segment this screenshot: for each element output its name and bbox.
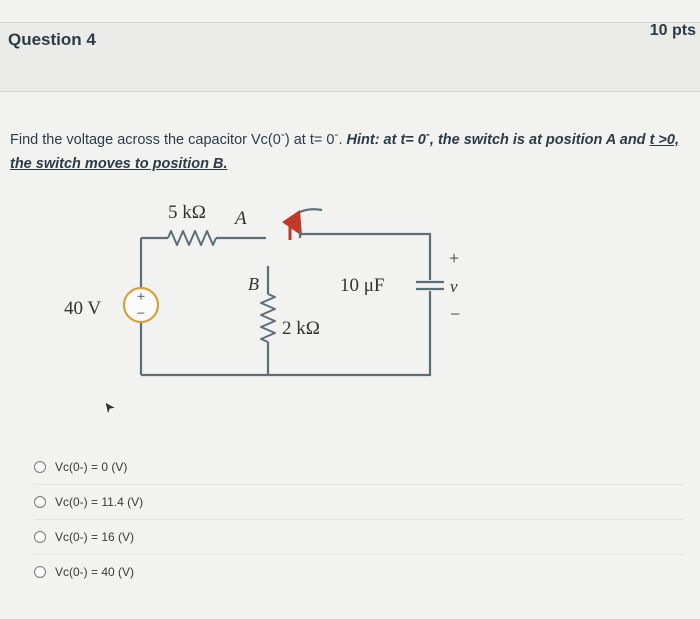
source-minus: − (137, 306, 145, 322)
source-plus: + (137, 289, 145, 305)
answer-option[interactable]: Vc(0-) = 40 (V) (34, 555, 684, 589)
source-label: 40 V (64, 298, 101, 319)
bottom-wire (141, 291, 432, 377)
resistor-2k (260, 293, 276, 343)
hint-part: the switch moves to position B. (10, 155, 228, 172)
question-header (0, 22, 700, 92)
question-text-part: ) at t= 0 (284, 131, 335, 148)
question-title: Question 4 (8, 30, 96, 49)
voltage-source-icon (122, 286, 160, 324)
answer-option[interactable]: Vc(0-) = 16 (V) (34, 520, 684, 555)
hint-part: Hint: at t= 0 (346, 131, 426, 148)
capacitor-label: 10 μF (340, 275, 385, 296)
superscript: - (334, 127, 339, 141)
radio-button[interactable] (34, 566, 46, 578)
cap-plus: + (449, 248, 459, 268)
resistor-5k (167, 230, 217, 246)
answer-list: Vc(0-) = 0 (V) Vc(0-) = 11.4 (V) Vc(0-) … (34, 450, 684, 589)
answer-option[interactable]: Vc(0-) = 0 (V) (34, 450, 684, 485)
radio-button[interactable] (34, 531, 46, 543)
answer-label: Vc(0-) = 16 (V) (55, 530, 135, 544)
question-points: 10 pts (649, 22, 696, 39)
r2-label: 2 kΩ (282, 318, 320, 339)
hint-text: Hint: at t= 0-, the switch is at positio… (10, 127, 679, 172)
position-a-label: A (233, 208, 247, 229)
answer-label: Vc(0-) = 11.4 (V) (55, 495, 144, 509)
position-b-label: B (248, 274, 259, 294)
switch-pointer-icon (282, 210, 302, 236)
answer-label: Vc(0-) = 0 (V) (55, 460, 128, 474)
question-text-part: . (338, 131, 347, 148)
question-text: Find the voltage across the capacitor Vc… (10, 122, 695, 176)
hint-part: , the switch is at position A and (429, 131, 650, 148)
radio-button[interactable] (34, 496, 46, 508)
mouse-cursor-icon (104, 401, 118, 417)
question-text-part: Find the voltage across the capacitor Vc… (10, 131, 281, 148)
right-top-wire (298, 230, 432, 280)
superscript: - (280, 127, 285, 141)
superscript: - (425, 127, 430, 141)
hint-part: t >0, (649, 131, 679, 148)
radio-button[interactable] (34, 461, 46, 473)
r1-label: 5 kΩ (168, 202, 206, 223)
answer-option[interactable]: Vc(0-) = 11.4 (V) (34, 485, 684, 520)
cap-voltage-label: v (450, 277, 458, 296)
answer-label: Vc(0-) = 40 (V) (55, 565, 135, 579)
cap-minus: − (450, 304, 460, 324)
